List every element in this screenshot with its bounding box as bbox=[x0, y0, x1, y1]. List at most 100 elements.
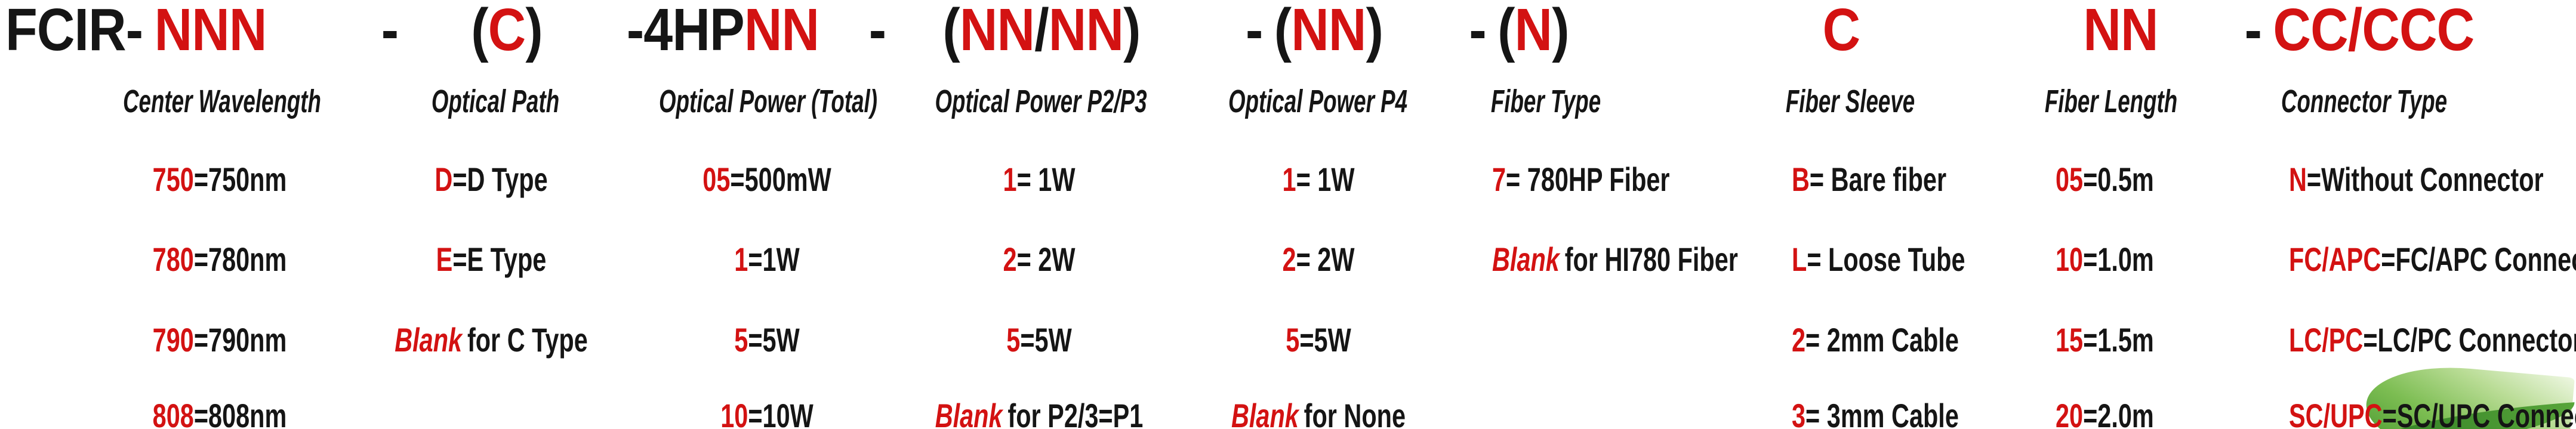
code-black-part: ( bbox=[471, 0, 488, 63]
option-description: 500mW bbox=[744, 161, 831, 198]
code-black-part: - bbox=[381, 0, 399, 63]
option-description: Bare fiber bbox=[1824, 161, 1947, 198]
code-black-part: - bbox=[1469, 0, 1486, 63]
code-separator-dash: - bbox=[381, 0, 399, 63]
option-description: SC/UPC Connector bbox=[2396, 397, 2576, 429]
equals-sign: = bbox=[2083, 321, 2098, 359]
equals-sign: = bbox=[1016, 161, 1031, 198]
equals-sign: = bbox=[2381, 240, 2396, 278]
option-description: 3mm Cable bbox=[1820, 397, 1959, 429]
equals-sign: = bbox=[1016, 240, 1031, 278]
option-description: 1W bbox=[762, 240, 800, 278]
option-code: 808 bbox=[152, 397, 194, 429]
option-description: Without Connector bbox=[2321, 161, 2544, 198]
option-2: 2= 2mm Cable bbox=[1792, 322, 1959, 359]
option-code: 05 bbox=[702, 161, 731, 198]
equals-sign: = bbox=[193, 161, 209, 198]
equals-sign: = bbox=[748, 397, 763, 429]
code-segment-power-total: -4HPNN bbox=[627, 0, 819, 60]
option-code: L bbox=[1792, 240, 1807, 278]
option-code: 1 bbox=[1003, 161, 1017, 198]
option-code: 750 bbox=[152, 161, 194, 198]
option-description: D Type bbox=[467, 161, 548, 198]
option-750: 750=750nm bbox=[153, 161, 287, 198]
option-2: 2= 2W bbox=[1003, 241, 1076, 278]
column-title-connector-type: Connector Type bbox=[2281, 84, 2448, 119]
option-description: for HI780 Fiber bbox=[1564, 240, 1738, 278]
equals-sign: = bbox=[193, 240, 209, 278]
code-black-part: -4HP bbox=[626, 0, 745, 63]
equals-sign: = bbox=[1299, 321, 1314, 359]
option-description: 1.0m bbox=[2097, 240, 2154, 278]
equals-sign: = bbox=[193, 397, 209, 429]
option-5: 5=5W bbox=[1286, 322, 1351, 359]
option-code: D bbox=[435, 161, 453, 198]
column-title-fiber-length: Fiber Length bbox=[2044, 84, 2178, 119]
option-d: D=D Type bbox=[435, 161, 547, 198]
code-black-part: ) bbox=[1366, 0, 1383, 63]
option-lc-pc: LC/PC=LC/PC Connector bbox=[2289, 322, 2576, 359]
option-description: 780HP Fiber bbox=[1520, 161, 1670, 198]
option-code: 1 bbox=[1282, 161, 1296, 198]
column-title-center-wavelength: Center Wavelength bbox=[123, 84, 321, 119]
code-black-part: FCIR- bbox=[5, 0, 143, 63]
option-05: 05=500mW bbox=[702, 161, 831, 198]
option-code: 10 bbox=[720, 397, 748, 429]
code-segment-connector-type: -CC/CCC bbox=[2245, 0, 2475, 60]
equals-sign: = bbox=[730, 161, 745, 198]
option-description: Loose Tube bbox=[1821, 240, 1965, 278]
option-5: 5=5W bbox=[1006, 322, 1071, 359]
option-description: 2.0m bbox=[2097, 397, 2154, 429]
option-description: 5W bbox=[1034, 321, 1072, 359]
code-segment-fiber-sleeve: C bbox=[1822, 0, 1861, 63]
column-title-optical-power-p2-p3: Optical Power P2/P3 bbox=[935, 84, 1147, 119]
option-code: 3 bbox=[1792, 397, 1806, 429]
option-10: 10=1.0m bbox=[2056, 241, 2154, 278]
code-black-part: ( bbox=[1274, 0, 1292, 63]
option-code: 15 bbox=[2056, 321, 2084, 359]
option-10: 10=10W bbox=[720, 397, 814, 429]
option-7: 7= 780HP Fiber bbox=[1492, 161, 1670, 198]
option-780: 780=780nm bbox=[153, 241, 287, 278]
equals-sign: = bbox=[2083, 240, 2098, 278]
option-code: SC/UPC bbox=[2289, 397, 2383, 429]
code-separator-dash: - bbox=[869, 0, 886, 60]
option-1: 1= 1W bbox=[1003, 161, 1076, 198]
option-05: 05=0.5m bbox=[2056, 161, 2154, 198]
option-code: 20 bbox=[2056, 397, 2084, 429]
code-red-part: NN bbox=[959, 0, 1035, 63]
equals-sign: = bbox=[748, 321, 763, 359]
column-title-fiber-sleeve: Fiber Sleeve bbox=[1785, 84, 1915, 119]
option-code: B bbox=[1792, 161, 1810, 198]
option-code: 5 bbox=[1286, 321, 1300, 359]
equals-sign: = bbox=[1805, 397, 1820, 429]
option-1: 1=1W bbox=[734, 241, 799, 278]
equals-sign: = bbox=[452, 240, 467, 278]
equals-sign: = bbox=[1807, 240, 1822, 278]
option-code: 2 bbox=[1792, 321, 1806, 359]
equals-sign: = bbox=[1296, 161, 1311, 198]
code-red-part: C bbox=[1822, 0, 1861, 63]
code-black-part: ) bbox=[525, 0, 543, 63]
option-description: 1W bbox=[1310, 161, 1355, 198]
code-segment-power-p2p3: (NN/NN) bbox=[942, 0, 1141, 63]
code-segment-fiber-type: -(N) bbox=[1469, 0, 1569, 60]
equals-sign: = bbox=[2083, 161, 2098, 198]
code-red-part: NN bbox=[1291, 0, 1366, 63]
option-l: L= Loose Tube bbox=[1792, 241, 1965, 278]
code-black-part: ) bbox=[1552, 0, 1569, 63]
code-red-part: NNN bbox=[154, 0, 267, 63]
option-description: 790nm bbox=[208, 321, 287, 359]
option-code: 2 bbox=[1003, 240, 1017, 278]
option-5: 5=5W bbox=[734, 322, 799, 359]
code-segment-fiber-length: NN bbox=[2083, 0, 2158, 60]
column-title-optical-path: Optical Path bbox=[431, 84, 560, 119]
option-description: 10W bbox=[762, 397, 814, 429]
option-code: FC/APC bbox=[2289, 240, 2381, 278]
option-code: E bbox=[436, 240, 453, 278]
column-title-fiber-type: Fiber Type bbox=[1490, 84, 1601, 119]
code-red-part: C bbox=[488, 0, 526, 63]
code-black-part: - bbox=[2244, 0, 2262, 63]
